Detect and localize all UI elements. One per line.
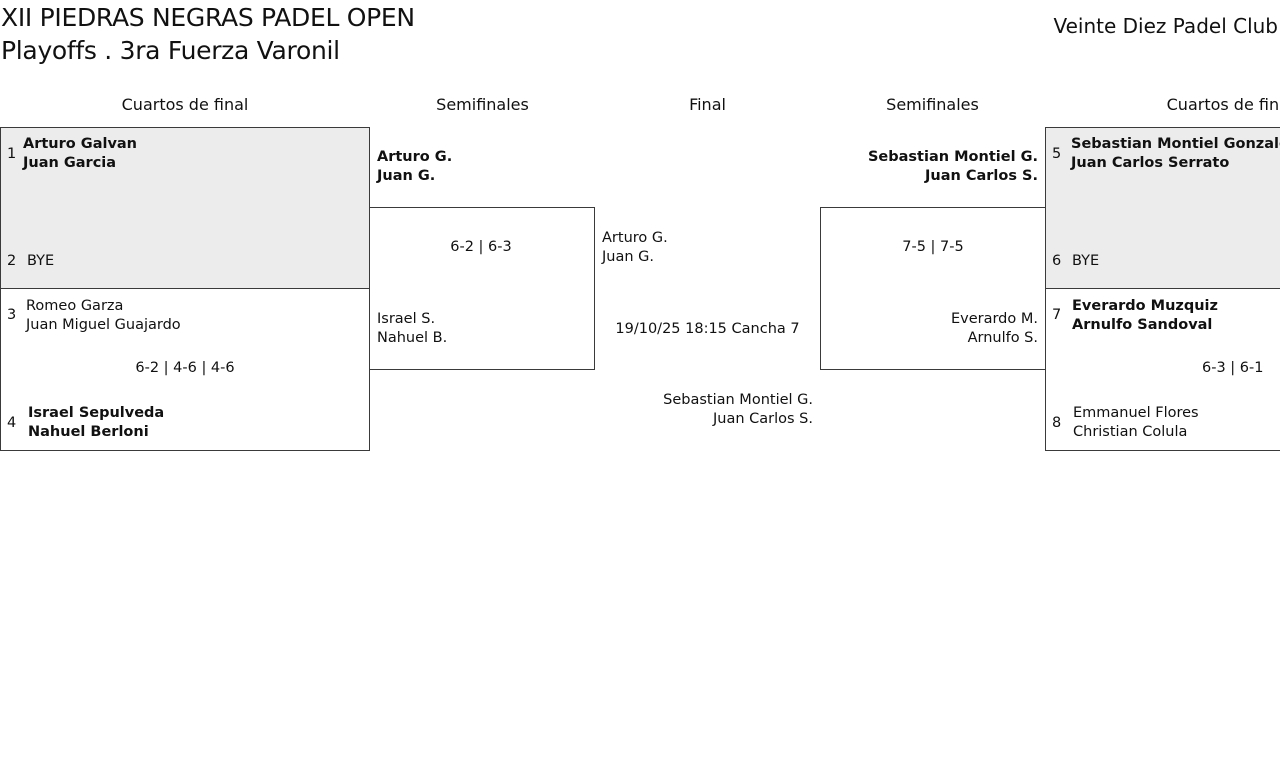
quarterfinal-match-1[interactable]	[0, 127, 370, 289]
quarterfinal-match-4[interactable]	[1045, 288, 1280, 451]
seed-number: 2	[7, 253, 17, 269]
player-name: Christian Colula	[1073, 424, 1188, 440]
player-name: Sebastian Montiel G.	[663, 392, 813, 408]
player-name: Juan Carlos S.	[924, 168, 1038, 184]
player-name: Juan Miguel Guajardo	[26, 317, 181, 333]
player-name: Arnulfo Sandoval	[1072, 317, 1213, 333]
team-name[interactable]: Arturo G. Juan G.	[602, 229, 668, 267]
semifinal-match-left[interactable]	[369, 207, 595, 370]
title-line-1: XII PIEDRAS NEGRAS PADEL OPEN	[1, 3, 415, 32]
player-name: Nahuel B.	[377, 330, 448, 346]
team-name[interactable]: Emmanuel Flores Christian Colula	[1073, 404, 1199, 442]
match-score: 7-5 | 7-5	[902, 239, 964, 255]
quarterfinal-match-3[interactable]	[1045, 127, 1280, 289]
bye-label: BYE	[1072, 253, 1100, 269]
club-name: Veinte Diez Padel Club	[1053, 14, 1278, 38]
match-score: 6-2 | 6-3	[450, 239, 512, 255]
seed-number: 7	[1052, 307, 1062, 323]
player-name: Juan Garcia	[23, 155, 117, 171]
round-label-right-quarters: Cuartos de final	[1166, 95, 1280, 114]
seed-number: 1	[7, 146, 17, 162]
team-name[interactable]: Sebastian Montiel G. Juan Carlos S.	[663, 391, 813, 429]
player-name: Emmanuel Flores	[1073, 405, 1199, 421]
title-line-2: Playoffs . 3ra Fuerza Varonil	[1, 36, 340, 65]
match-score: 6-2 | 4-6 | 4-6	[135, 360, 235, 376]
team-name[interactable]: Arturo Galvan Juan Garcia	[23, 135, 137, 173]
player-name: Arnulfo S.	[967, 330, 1038, 346]
team-name[interactable]: Romeo Garza Juan Miguel Guajardo	[26, 297, 181, 335]
team-name[interactable]: Israel Sepulveda Nahuel Berloni	[28, 404, 164, 442]
player-name: Arturo Galvan	[23, 136, 138, 152]
player-name: Israel Sepulveda	[28, 405, 165, 421]
team-name[interactable]: Sebastian Montiel Gonzalez Juan Carlos S…	[1071, 135, 1280, 173]
player-name: Sebastian Montiel Gonzalez	[1071, 136, 1280, 152]
player-name: Arturo G.	[602, 230, 668, 246]
seed-number: 4	[7, 415, 17, 431]
player-name: Romeo Garza	[26, 298, 124, 314]
final-schedule: 19/10/25 18:15 Cancha 7	[615, 321, 800, 337]
player-name: Everardo Muzquiz	[1072, 298, 1218, 314]
player-name: Juan Carlos Serrato	[1071, 155, 1230, 171]
player-name: Juan G.	[602, 249, 654, 265]
team-name[interactable]: Arturo G. Juan G.	[377, 148, 452, 186]
bye-label: BYE	[27, 253, 55, 269]
player-name: Juan Carlos S.	[713, 411, 813, 427]
player-name: Sebastian Montiel G.	[867, 149, 1038, 165]
team-name[interactable]: Sebastian Montiel G. Juan Carlos S.	[868, 148, 1038, 186]
round-label-left-semis: Semifinales	[436, 95, 529, 114]
player-name: Nahuel Berloni	[28, 424, 149, 440]
seed-number: 3	[7, 307, 17, 323]
match-score: 6-3 | 6-1	[1202, 360, 1264, 376]
round-label-left-quarters: Cuartos de final	[121, 95, 249, 114]
tournament-title: XII PIEDRAS NEGRAS PADEL OPEN Playoffs .…	[1, 1, 415, 67]
team-name[interactable]: Israel S. Nahuel B.	[377, 310, 447, 348]
player-name: Juan G.	[377, 168, 436, 184]
player-name: Arturo G.	[377, 149, 453, 165]
right-quarters-viewport: 5 Sebastian Montiel Gonzalez Juan Carlos…	[1045, 120, 1280, 460]
seed-number: 8	[1052, 415, 1062, 431]
player-name: Everardo M.	[950, 311, 1038, 327]
round-label-right-semis: Semifinales	[886, 95, 979, 114]
team-name[interactable]: Everardo M. Arnulfo S.	[951, 310, 1038, 348]
seed-number: 6	[1052, 253, 1062, 269]
round-label-final: Final	[689, 95, 726, 114]
seed-number: 5	[1052, 146, 1062, 162]
team-name[interactable]: Everardo Muzquiz Arnulfo Sandoval	[1072, 297, 1218, 335]
player-name: Israel S.	[377, 311, 436, 327]
